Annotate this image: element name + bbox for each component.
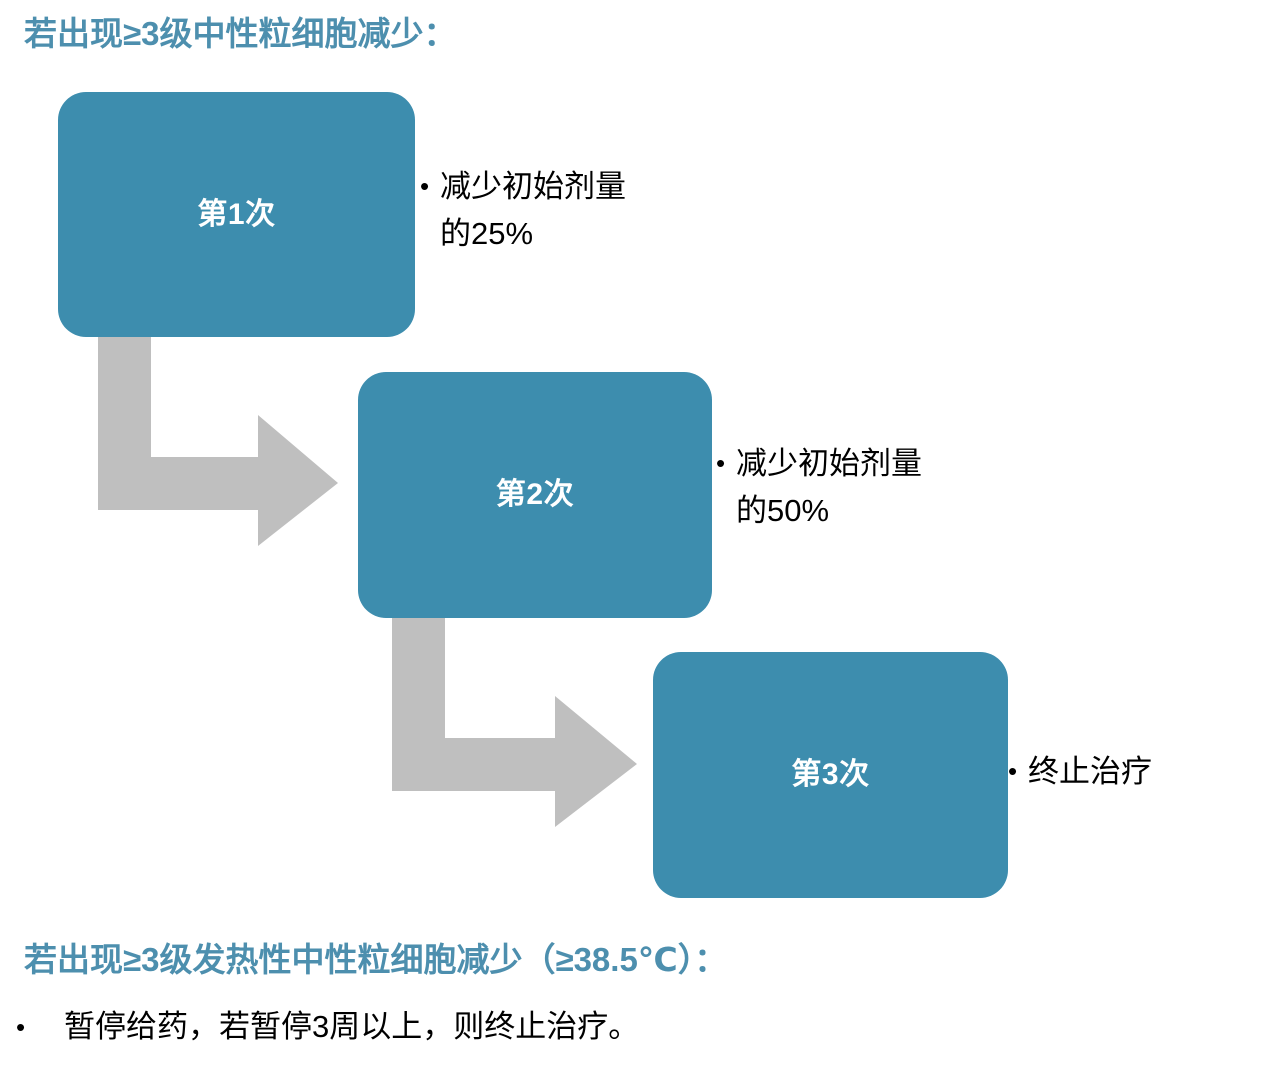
- callout-step-2: • 减少初始剂量 的50%: [716, 440, 986, 534]
- bullet-icon: •: [420, 171, 430, 201]
- bent-arrow-step1-to-step2: [98, 337, 338, 546]
- bullet-icon: •: [16, 1012, 26, 1042]
- bullet-icon: •: [716, 448, 726, 478]
- section-heading-febrile-neutropenia: 若出现≥3级发热性中性粒细胞减少（≥38.5℃）：: [24, 941, 728, 978]
- callout-step-3-text: 终止治疗: [1028, 754, 1152, 789]
- process-box-step-2[interactable]: 第2次: [358, 372, 712, 618]
- process-box-step-1[interactable]: 第1次: [58, 92, 415, 337]
- process-box-step-3[interactable]: 第3次: [653, 652, 1008, 898]
- bullet-icon: •: [1008, 756, 1018, 786]
- bent-arrow-icon: [98, 337, 338, 546]
- bottom-note-text: 暂停给药，若暂停3周以上，则终止治疗。: [64, 1009, 640, 1044]
- bent-arrow-step2-to-step3: [392, 618, 637, 827]
- callout-step-2-text: 减少初始剂量 的50%: [736, 446, 922, 528]
- bent-arrow-icon: [392, 618, 637, 827]
- process-box-step-2-label: 第2次: [495, 478, 575, 511]
- section-heading-neutropenia: 若出现≥3级中性粒细胞减少：: [24, 15, 457, 52]
- callout-step-1-text: 减少初始剂量 的25%: [440, 169, 626, 251]
- bottom-note-bullet-item: • 暂停给药，若暂停3周以上，则终止治疗。: [16, 1004, 1216, 1050]
- callout-step-3: • 终止治疗: [1008, 748, 1248, 795]
- process-box-step-3-label: 第3次: [791, 758, 870, 791]
- callout-step-1: • 减少初始剂量 的25%: [420, 163, 690, 257]
- process-box-step-1-label: 第1次: [197, 197, 276, 231]
